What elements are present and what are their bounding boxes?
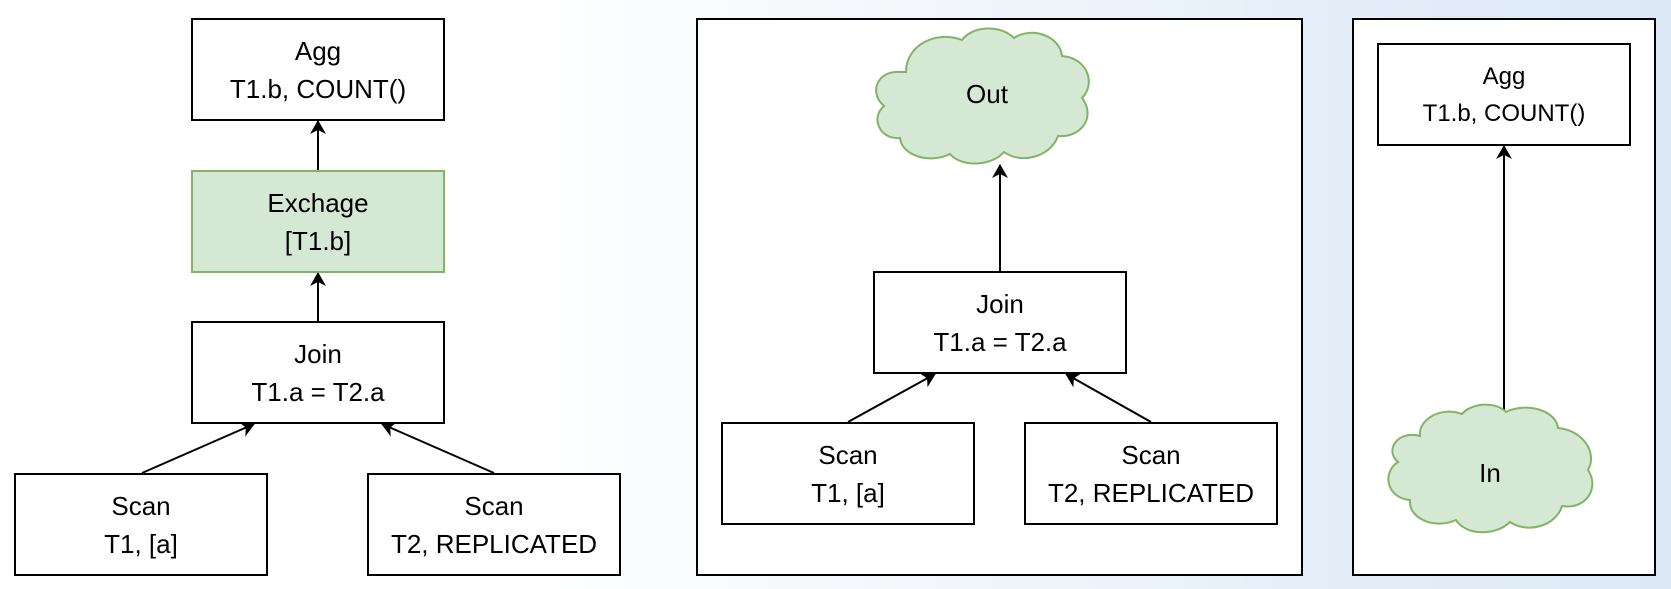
f1-scan-t1-detail: T1, [a]	[811, 478, 885, 508]
scan-t2-title: Scan	[464, 491, 523, 521]
edge-scan-t2-to-join	[381, 421, 495, 474]
f1-scan-t2-title: Scan	[1121, 440, 1180, 470]
left-plan: Agg T1.b, COUNT() Exchage [T1.b] Join T1…	[14, 18, 621, 576]
out-label: Out	[966, 79, 1009, 109]
scan-t1-title: Scan	[111, 491, 170, 521]
edge-f1-scan-t1-to-join	[847, 373, 936, 423]
edge-f1-scan-t2-to-join	[1065, 373, 1152, 423]
f1-scan-t2-node: Scan T2, REPLICATED	[1024, 422, 1278, 525]
f1-scan-t2-detail: T2, REPLICATED	[1048, 478, 1254, 508]
scan-t2-node: Scan T2, REPLICATED	[367, 473, 621, 576]
in-label: In	[1479, 458, 1501, 488]
f1-scan-t1-node: Scan T1, [a]	[721, 422, 975, 525]
f2-agg-title: Agg	[1483, 63, 1526, 90]
f2-agg-node: Agg T1.b, COUNT()	[1377, 43, 1631, 146]
exchange-title: Exchage	[267, 188, 368, 218]
f1-join-title: Join	[976, 289, 1024, 319]
f2-agg-detail: T1.b, COUNT()	[1423, 100, 1586, 127]
fragment-2-panel: Agg T1.b, COUNT() In	[1352, 18, 1656, 576]
exchange-node: Exchage [T1.b]	[191, 170, 445, 273]
f1-join-condition: T1.a = T2.a	[933, 327, 1067, 357]
join-title: Join	[294, 339, 342, 369]
fragment-1-panel: Out Join T1.a = T2.a Scan T1, [a] Scan T…	[696, 18, 1303, 576]
exchange-detail: [T1.b]	[285, 226, 351, 256]
f1-scan-t1-title: Scan	[818, 440, 877, 470]
scan-t1-node: Scan T1, [a]	[14, 473, 268, 576]
join-node: Join T1.a = T2.a	[191, 321, 445, 424]
agg-node: Agg T1.b, COUNT()	[191, 18, 445, 121]
edge-scan-t1-to-join	[141, 421, 255, 474]
in-cloud: In	[1387, 403, 1594, 534]
scan-t2-detail: T2, REPLICATED	[391, 529, 597, 559]
f1-join-node: Join T1.a = T2.a	[873, 271, 1127, 374]
agg-title: Agg	[295, 36, 341, 66]
scan-t1-detail: T1, [a]	[104, 529, 178, 559]
out-cloud: Out	[875, 27, 1090, 165]
join-condition: T1.a = T2.a	[251, 377, 385, 407]
agg-detail: T1.b, COUNT()	[230, 74, 406, 104]
